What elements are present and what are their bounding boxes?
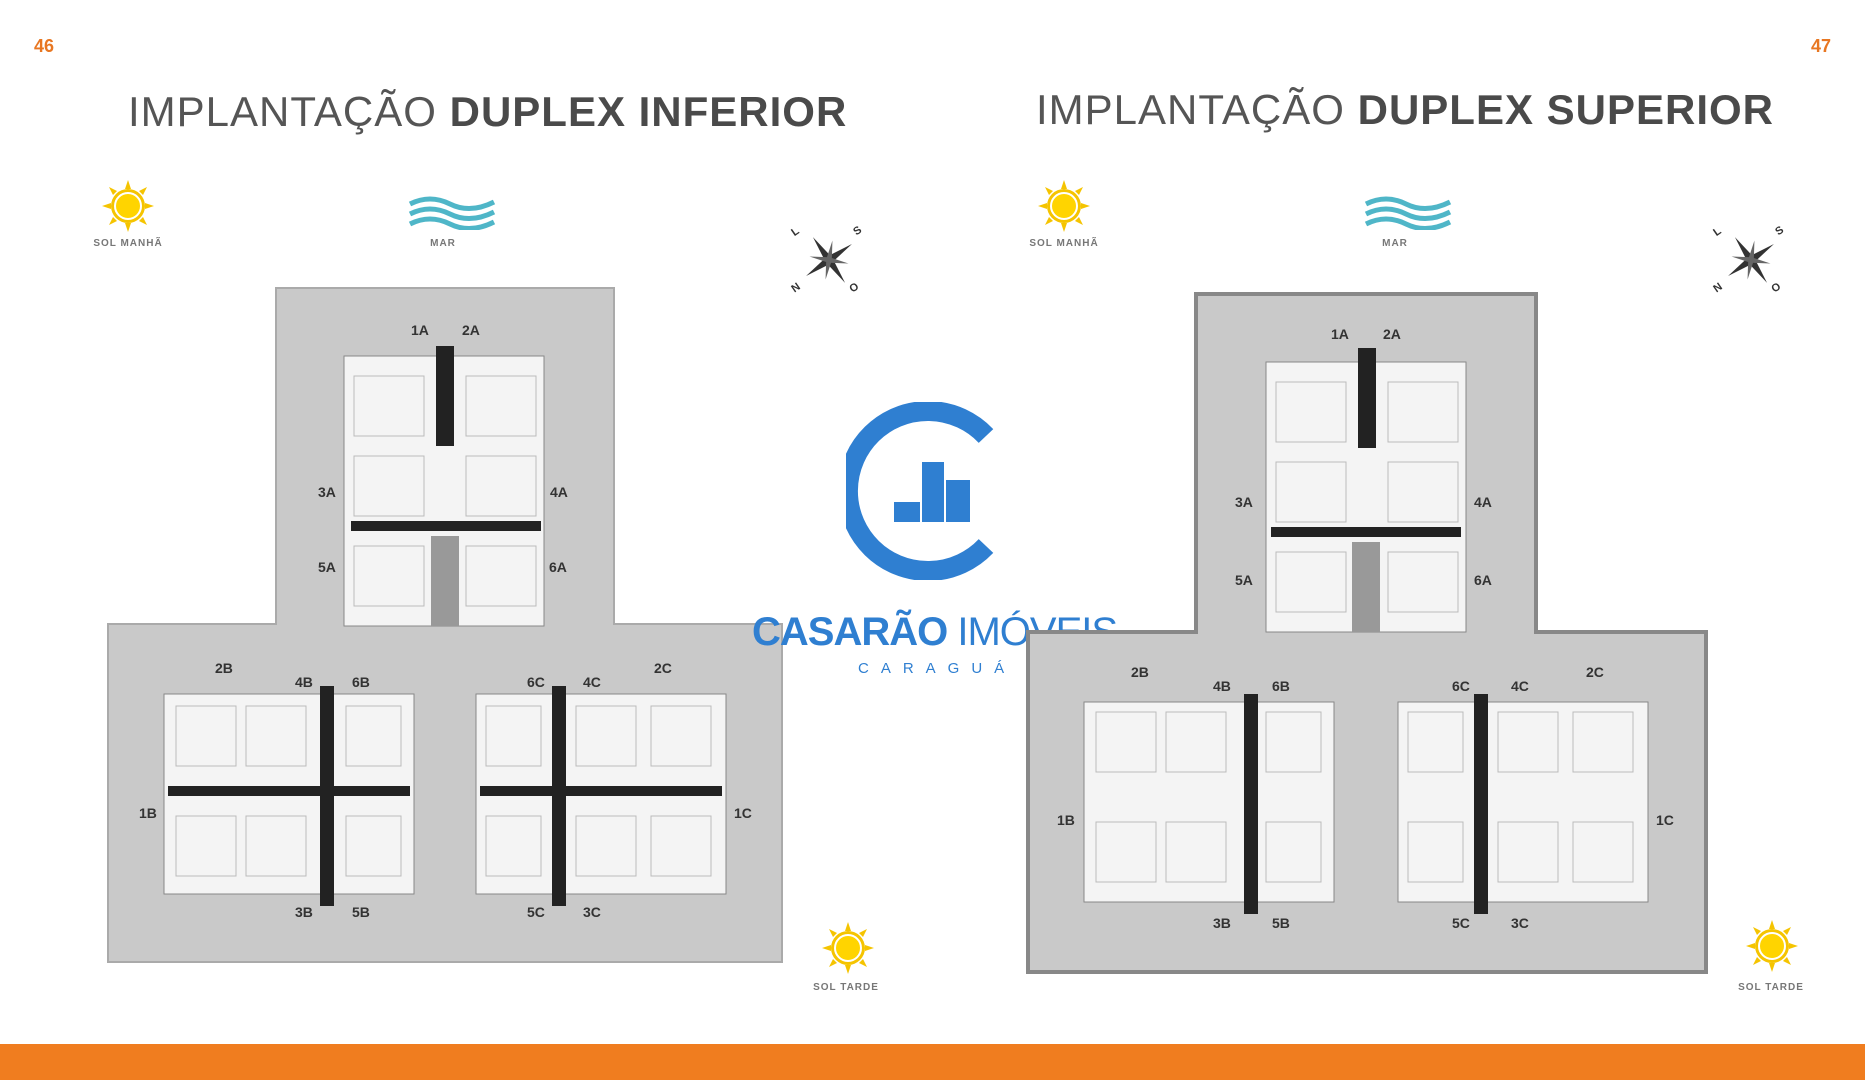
unit-label: 3B — [295, 904, 313, 920]
page-number-right: 47 — [1810, 36, 1831, 56]
unit-label: 4C — [583, 674, 601, 690]
title-left-light: IMPLANTAÇÃO — [128, 88, 450, 135]
unit-label: 4C — [1511, 678, 1529, 694]
unit-label: 6B — [352, 674, 370, 690]
compass-icon — [1728, 237, 1774, 283]
sol-tarde-label-right: SOL TARDE — [1738, 982, 1804, 993]
mar-label-right: MAR — [1382, 238, 1408, 249]
unit-label: 2B — [1131, 664, 1149, 680]
unit-label: 2C — [654, 660, 672, 676]
sea-waves-icon — [408, 196, 496, 230]
unit-label: 4A — [550, 484, 568, 500]
title-right: IMPLANTAÇÃO DUPLEX SUPERIOR — [1036, 86, 1774, 134]
unit-label: 5B — [1272, 915, 1290, 931]
unit-label: 6C — [1452, 678, 1470, 694]
unit-label: 5C — [1452, 915, 1470, 931]
unit-label: 1B — [1057, 812, 1075, 828]
unit-label: 5A — [1235, 572, 1253, 588]
site-plan-inferior — [107, 287, 783, 963]
footer-accent-bar — [0, 1044, 1865, 1080]
unit-label: 4B — [295, 674, 313, 690]
compass-icon — [806, 237, 852, 283]
unit-label: 3A — [1235, 494, 1253, 510]
unit-label: 6B — [1272, 678, 1290, 694]
sol-manha-label-right: SOL MANHÃ — [1029, 238, 1099, 249]
unit-label: 3B — [1213, 915, 1231, 931]
unit-label: 2A — [462, 322, 480, 338]
unit-label: 3A — [318, 484, 336, 500]
sun-icon — [1746, 920, 1798, 972]
sea-waves-icon — [1364, 196, 1452, 230]
title-left: IMPLANTAÇÃO DUPLEX INFERIOR — [128, 88, 847, 136]
unit-label: 5C — [527, 904, 545, 920]
unit-label: 1B — [139, 805, 157, 821]
unit-label: 5A — [318, 559, 336, 575]
unit-label: 6C — [527, 674, 545, 690]
sol-manha-label-left: SOL MANHÃ — [93, 238, 163, 249]
unit-label: 1C — [1656, 812, 1674, 828]
title-right-bold: DUPLEX SUPERIOR — [1357, 86, 1775, 133]
sun-icon — [102, 180, 154, 232]
unit-label: 3C — [583, 904, 601, 920]
title-right-light: IMPLANTAÇÃO — [1036, 86, 1358, 133]
unit-label: 2B — [215, 660, 233, 676]
unit-label: 6A — [1474, 572, 1492, 588]
unit-label: 1C — [734, 805, 752, 821]
sun-icon — [822, 922, 874, 974]
unit-label: 4B — [1213, 678, 1231, 694]
site-plan-superior — [1026, 292, 1708, 974]
sol-tarde-label-left: SOL TARDE — [813, 982, 879, 993]
sun-icon — [1038, 180, 1090, 232]
unit-label: 1A — [1331, 326, 1349, 342]
unit-label: 1A — [411, 322, 429, 338]
page-number-left: 46 — [34, 36, 55, 56]
logo-name-bold: CASARÃO — [752, 610, 948, 654]
title-left-bold: DUPLEX INFERIOR — [449, 88, 848, 135]
logo-subtitle: CARAGUÁ — [858, 660, 1017, 677]
casarao-logo-icon — [846, 402, 994, 580]
unit-label: 2C — [1586, 664, 1604, 680]
unit-label: 5B — [352, 904, 370, 920]
unit-label: 2A — [1383, 326, 1401, 342]
unit-label: 4A — [1474, 494, 1492, 510]
mar-label-left: MAR — [430, 238, 456, 249]
unit-label: 6A — [549, 559, 567, 575]
unit-label: 3C — [1511, 915, 1529, 931]
